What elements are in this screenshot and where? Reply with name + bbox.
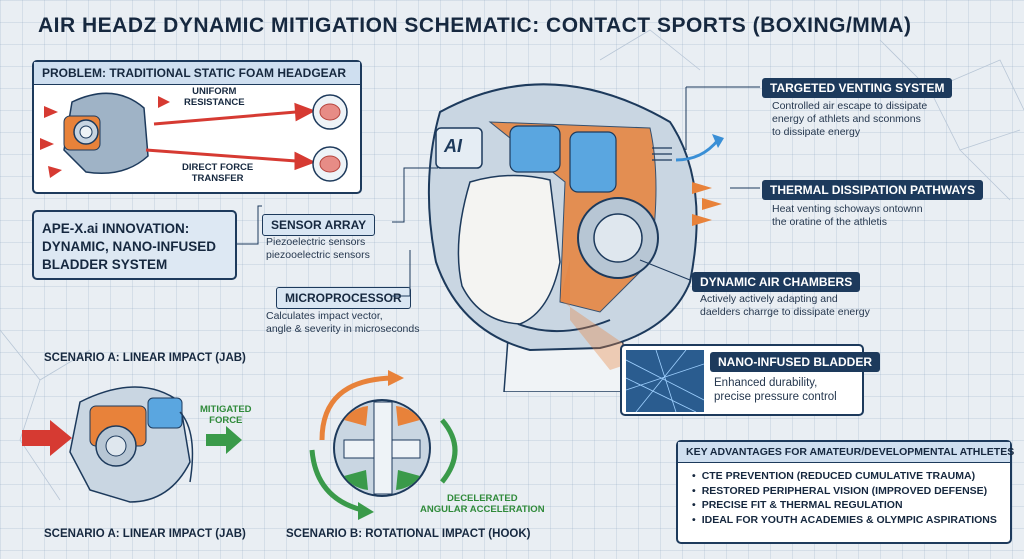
brain-icon — [312, 94, 348, 182]
innovation-text: APE-X.ai INNOVATION: DYNAMIC, NANO-INFUS… — [42, 221, 216, 272]
force-arrow-icon — [145, 102, 316, 171]
nano-mesh-icon — [626, 350, 704, 412]
scenario-b-caption: SCENARIO B: ROTATIONAL IMPACT (HOOK) — [286, 528, 531, 540]
direct-force-label: DIRECT FORCE TRANSFER — [182, 162, 254, 184]
mitigated-force-label: MITIGATED FORCE — [200, 404, 252, 426]
microprocessor-desc: Calculates impact vector, angle & severi… — [266, 310, 420, 335]
bladder-desc: Enhanced durability, precise pressure co… — [714, 377, 837, 403]
targeted-venting-desc: Controlled air escape to dissipate energ… — [772, 100, 928, 138]
vent-arrow-icon — [675, 134, 724, 162]
scenario-b-illustration — [309, 370, 458, 520]
scenario-a-illustration — [22, 386, 242, 503]
problem-panel: PROBLEM: TRADITIONAL STATIC FOAM HEADGEA… — [32, 60, 362, 194]
microprocessor-label: MICROPROCESSOR — [276, 287, 411, 309]
static-headgear-illustration — [40, 92, 348, 182]
thermal-desc: Heat venting schoways ontownn the oratin… — [772, 203, 923, 228]
thermal-label: THERMAL DISSIPATION PATHWAYS — [762, 180, 984, 200]
scenario-a-bottom-caption: SCENARIO A: LINEAR IMPACT (JAB) — [44, 528, 246, 540]
scenario-a-top-caption: SCENARIO A: LINEAR IMPACT (JAB) — [44, 352, 246, 364]
list-item: PRECISE FIT & THERMAL REGULATION — [692, 498, 998, 513]
targeted-venting-label: TARGETED VENTING SYSTEM — [762, 78, 953, 98]
problem-header: PROBLEM: TRADITIONAL STATIC FOAM HEADGEA… — [34, 62, 360, 85]
uniform-resistance-label: UNIFORM RESISTANCE — [184, 86, 245, 108]
helmet-logo: AI — [444, 136, 462, 156]
list-item: CTE PREVENTION (REDUCED CUMULATIVE TRAUM… — [692, 469, 998, 484]
mitigated-arrow-icon — [206, 426, 242, 454]
vent-arrows — [675, 134, 724, 226]
innovation-panel: APE-X.ai INNOVATION: DYNAMIC, NANO-INFUS… — [32, 210, 237, 280]
list-item: IDEAL FOR YOUTH ACADEMIES & OLYMPIC ASPI… — [692, 513, 998, 528]
advantages-panel: KEY ADVANTAGES FOR AMATEUR/DEVELOPMENTAL… — [676, 440, 1014, 544]
decelerated-label: DECELERATED ANGULAR ACCELERATION — [420, 493, 545, 515]
jab-arrow-icon — [22, 420, 72, 456]
sensor-array-label: SENSOR ARRAY — [262, 214, 376, 236]
bladder-label: NANO-INFUSED BLADDER — [710, 352, 880, 372]
list-item: RESTORED PERIPHERAL VISION (IMPROVED DEF… — [692, 484, 998, 499]
foam-helmet-icon — [63, 92, 149, 175]
page-title: AIR HEADZ DYNAMIC MITIGATION SCHEMATIC: … — [38, 14, 912, 37]
heat-arrow-icon — [692, 182, 722, 226]
main-helmet-illustration — [427, 83, 698, 392]
bladder-panel: NANO-INFUSED BLADDER Enhanced durability… — [620, 344, 880, 416]
sensor-array-desc: Piezoelectric sensors piezooelectric sen… — [266, 236, 370, 261]
impact-arrows-icon — [40, 96, 170, 178]
advantages-list: CTE PREVENTION (REDUCED CUMULATIVE TRAUM… — [678, 463, 1010, 531]
air-chambers-desc: Actively actively adapting and daelders … — [700, 293, 870, 318]
air-chambers-label: DYNAMIC AIR CHAMBERS — [692, 272, 861, 292]
advantages-header: KEY ADVANTAGES FOR AMATEUR/DEVELOPMENTAL… — [678, 442, 1014, 463]
